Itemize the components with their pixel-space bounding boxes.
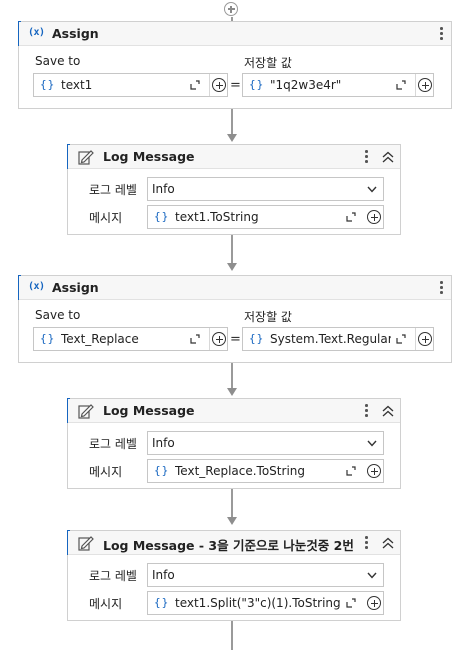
connector-arrow xyxy=(227,263,237,271)
message-field[interactable]: {} text1.Split("3"c)(1).ToString xyxy=(147,591,384,615)
log-level-value: Info xyxy=(152,568,175,582)
message-value: text1.ToString xyxy=(175,210,259,224)
plus-circle-icon[interactable] xyxy=(418,78,432,92)
kebab-menu-icon[interactable] xyxy=(361,149,371,165)
log-level-select[interactable]: Info xyxy=(147,177,384,201)
expand-editor-icon[interactable] xyxy=(346,598,356,608)
message-value: Text_Replace.ToString xyxy=(175,464,305,478)
message-label: 메시지 xyxy=(89,211,123,225)
equals-sign: = xyxy=(230,78,241,93)
plus-circle-icon[interactable] xyxy=(212,332,226,346)
log-message-icon xyxy=(78,404,94,419)
activity-title: Assign xyxy=(52,26,99,41)
log-level-label: 로그 레벨 xyxy=(89,183,137,197)
log-message-icon xyxy=(78,150,94,165)
log-level-label: 로그 레벨 xyxy=(89,569,137,583)
connector-line xyxy=(231,17,233,21)
expand-editor-icon[interactable] xyxy=(396,80,406,90)
assign-header: (x) Assign xyxy=(19,22,451,46)
plus-circle-icon[interactable] xyxy=(367,596,381,610)
variable-x-icon: (x) xyxy=(28,27,45,38)
plus-circle-icon[interactable] xyxy=(418,332,432,346)
expand-editor-icon[interactable] xyxy=(190,334,200,344)
expression-braces-icon: {} xyxy=(154,596,170,609)
expand-editor-icon[interactable] xyxy=(190,80,200,90)
variable-x-icon: (x) xyxy=(28,281,45,292)
plus-circle-icon[interactable] xyxy=(367,464,381,478)
log-header: Log Message xyxy=(68,145,400,169)
log-header: Log Message - 3을 기준으로 나눈것중 2번... xyxy=(68,531,400,555)
save-to-value: Text_Replace xyxy=(61,332,139,346)
log-message-icon xyxy=(78,536,94,551)
expand-editor-icon[interactable] xyxy=(346,212,356,222)
message-label: 메시지 xyxy=(89,465,123,479)
connector-arrow xyxy=(227,388,237,396)
activity-title: Assign xyxy=(52,280,99,295)
assign-header: (x) Assign xyxy=(19,276,451,300)
expression-braces-icon: {} xyxy=(154,464,170,477)
plus-circle-icon[interactable] xyxy=(367,210,381,224)
connector-line xyxy=(231,235,233,264)
message-label: 메시지 xyxy=(89,597,123,611)
kebab-menu-icon[interactable] xyxy=(436,26,446,42)
activity-title: Log Message xyxy=(103,149,195,164)
save-to-label: Save to xyxy=(35,308,81,322)
activity-title: Log Message xyxy=(103,403,195,418)
expand-editor-icon[interactable] xyxy=(346,466,356,476)
expression-braces-icon: {} xyxy=(40,332,56,345)
save-to-label: Save to xyxy=(35,54,81,68)
expression-braces-icon: {} xyxy=(249,332,265,345)
activity-title: Log Message - 3을 기준으로 나눈것중 2번... xyxy=(103,538,353,553)
message-value: text1.Split("3"c)(1).ToString xyxy=(175,596,340,610)
save-to-field[interactable]: {} Text_Replace xyxy=(33,327,228,351)
value-field[interactable]: {} System.Text.RegularExp xyxy=(242,327,434,351)
chevron-down-icon xyxy=(367,440,377,447)
log-level-select[interactable]: Info xyxy=(147,431,384,455)
connector-line xyxy=(231,489,233,518)
log-message-activity-3[interactable]: Log Message - 3을 기준으로 나눈것중 2번... 로그 레벨 I… xyxy=(67,530,401,621)
log-level-select[interactable]: Info xyxy=(147,563,384,587)
value-field[interactable]: {} "1q2w3e4r" xyxy=(242,73,434,97)
expand-editor-icon[interactable] xyxy=(396,334,406,344)
kebab-menu-icon[interactable] xyxy=(361,535,371,551)
add-activity-icon[interactable] xyxy=(224,2,238,16)
connector-arrow xyxy=(227,517,237,525)
assign-activity-2[interactable]: (x) Assign Save to 저장할 값 {} Text_Replace… xyxy=(18,275,452,363)
value-label: 저장할 값 xyxy=(244,56,292,70)
plus-circle-icon[interactable] xyxy=(212,78,226,92)
expression-braces-icon: {} xyxy=(249,78,265,91)
expression-braces-icon: {} xyxy=(40,78,56,91)
connector-line xyxy=(231,621,233,650)
value-label: 저장할 값 xyxy=(244,310,292,324)
connector-line xyxy=(231,363,233,389)
log-message-activity-1[interactable]: Log Message 로그 레벨 Info 메시지 {} text1.ToSt… xyxy=(67,144,401,235)
collapse-chevron-icon[interactable] xyxy=(382,151,394,163)
log-level-value: Info xyxy=(152,436,175,450)
save-to-value: text1 xyxy=(61,78,93,92)
expression-braces-icon: {} xyxy=(154,210,170,223)
kebab-menu-icon[interactable] xyxy=(361,403,371,419)
chevron-down-icon xyxy=(367,572,377,579)
assign-value: System.Text.RegularExp xyxy=(270,332,391,346)
log-level-value: Info xyxy=(152,182,175,196)
equals-sign: = xyxy=(230,332,241,347)
message-field[interactable]: {} text1.ToString xyxy=(147,205,384,229)
chevron-down-icon xyxy=(367,186,377,193)
message-field[interactable]: {} Text_Replace.ToString xyxy=(147,459,384,483)
connector-line xyxy=(231,109,233,135)
log-header: Log Message xyxy=(68,399,400,423)
log-level-label: 로그 레벨 xyxy=(89,437,137,451)
assign-value: "1q2w3e4r" xyxy=(270,78,342,92)
kebab-menu-icon[interactable] xyxy=(436,280,446,296)
collapse-chevron-icon[interactable] xyxy=(382,405,394,417)
connector-arrow xyxy=(227,134,237,142)
assign-activity-1[interactable]: (x) Assign Save to 저장할 값 {} text1 = {} "… xyxy=(18,21,452,109)
collapse-chevron-icon[interactable] xyxy=(382,537,394,549)
save-to-field[interactable]: {} text1 xyxy=(33,73,228,97)
log-message-activity-2[interactable]: Log Message 로그 레벨 Info 메시지 {} Text_Repla… xyxy=(67,398,401,489)
